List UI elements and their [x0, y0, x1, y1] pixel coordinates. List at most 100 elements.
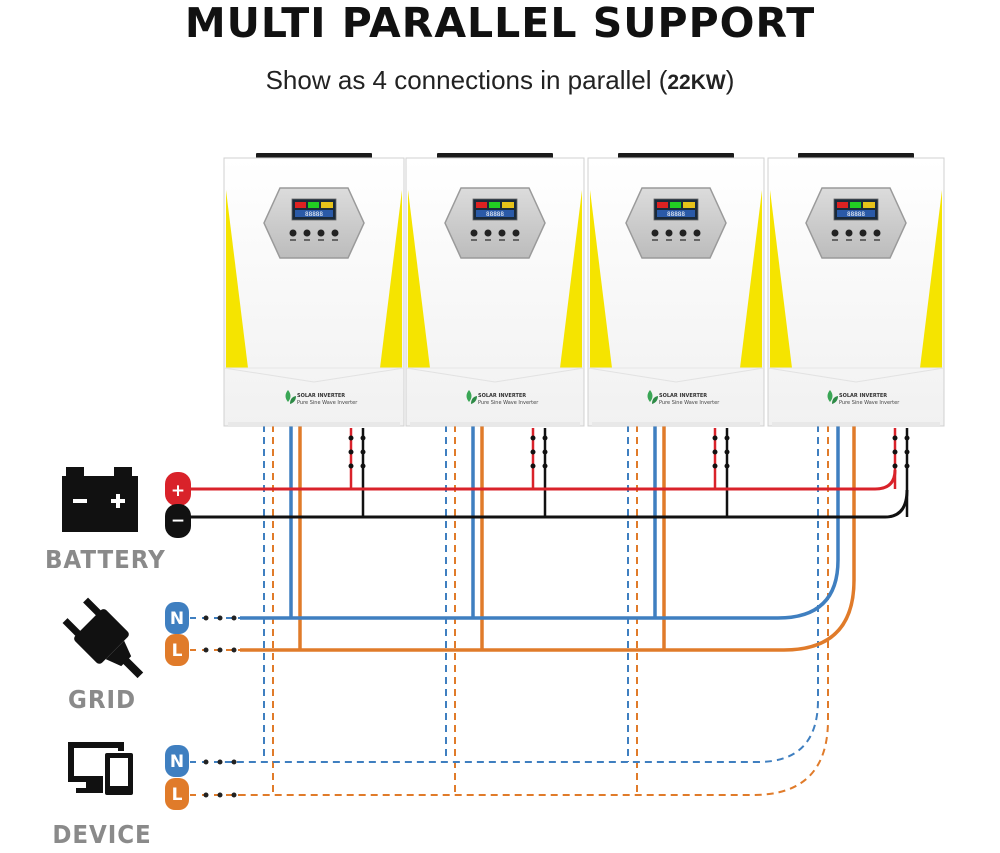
control-button	[303, 229, 311, 237]
control-button	[651, 229, 659, 237]
svg-text:L: L	[172, 785, 183, 805]
fuse-dot	[724, 449, 730, 455]
connector-dot	[217, 759, 223, 765]
inverter-control-panel	[805, 187, 907, 259]
connector-dot	[217, 792, 223, 798]
button-label-mark	[304, 239, 310, 241]
leaf-icon	[647, 390, 653, 402]
battery-positive-terminal: +	[165, 472, 191, 506]
plug-icon	[62, 597, 144, 679]
control-button	[831, 229, 839, 237]
lcd-segment	[850, 202, 861, 208]
connectors-layer	[190, 615, 240, 798]
control-button	[484, 229, 492, 237]
control-button	[693, 229, 701, 237]
fuse-dot	[348, 435, 354, 441]
button-label-mark	[318, 239, 324, 241]
inverter-yellow-stripe-left	[226, 190, 248, 368]
inverter-port-strip	[410, 422, 580, 426]
svg-text:+: +	[171, 481, 185, 501]
connector-dot	[217, 647, 223, 653]
control-button	[470, 229, 478, 237]
inverter-yellow-stripe-right	[920, 190, 942, 368]
button-label-mark	[652, 239, 658, 241]
leaf-icon	[832, 396, 838, 404]
device-label: DEVICE	[52, 820, 152, 849]
lcd-segment	[295, 210, 333, 217]
lcd-readout: 88888	[486, 211, 504, 218]
button-label-mark	[832, 239, 838, 241]
lcd-segment	[502, 202, 514, 208]
lcd-readout: 88888	[305, 211, 323, 218]
fuse-dot	[892, 463, 898, 469]
lcd-segment	[321, 202, 333, 208]
fuse-dot	[542, 435, 548, 441]
inverter-control-panel	[625, 187, 727, 259]
fuse-dot	[360, 435, 366, 441]
fuse-dot	[348, 463, 354, 469]
svg-text:N: N	[170, 609, 184, 629]
device-neutral-terminal: N	[165, 745, 189, 777]
fuse-dot	[724, 435, 730, 441]
grid-l-bus	[240, 425, 856, 652]
fuse-dot	[712, 435, 718, 441]
lcd-segment	[837, 210, 875, 217]
battery-icon	[62, 467, 138, 532]
control-button	[845, 229, 853, 237]
lcd-segment	[295, 202, 306, 208]
grid-neutral-terminal: N	[165, 602, 189, 634]
control-button	[331, 229, 339, 237]
inverter-brand: SOLAR INVERTER	[839, 393, 887, 399]
inverter-port-strip	[592, 422, 760, 426]
control-button	[859, 229, 867, 237]
connector-dot	[203, 759, 209, 765]
page-title: MULTI PARALLEL SUPPORT	[184, 0, 816, 47]
fuse-dot	[530, 463, 536, 469]
lcd-segment	[657, 210, 695, 217]
connector-dot	[217, 615, 223, 621]
device-icon	[68, 742, 135, 797]
inverter-brand: SOLAR INVERTER	[297, 393, 345, 399]
control-button	[873, 229, 881, 237]
inverter-port-strip	[772, 422, 940, 426]
fuse-dot	[904, 463, 910, 469]
lcd-readout: 88888	[847, 211, 865, 218]
wires-layer	[190, 425, 910, 796]
fuse-dot	[348, 449, 354, 455]
inverter-yellow-stripe-right	[380, 190, 402, 368]
fuse-dot	[892, 449, 898, 455]
button-label-mark	[860, 239, 866, 241]
lcd-segment	[837, 202, 848, 208]
connector-dot	[231, 792, 237, 798]
button-label-mark	[680, 239, 686, 241]
lcd-segment	[863, 202, 875, 208]
lcd-segment	[657, 202, 668, 208]
grid-label: GRID	[68, 685, 136, 714]
battery-neg-bus	[190, 489, 909, 519]
fuse-dot	[904, 449, 910, 455]
fuse-dot	[530, 449, 536, 455]
device-l-bus	[220, 425, 829, 796]
leaf-icon	[652, 396, 658, 404]
fuse-dot	[904, 435, 910, 441]
control-button	[665, 229, 673, 237]
fuse-dot	[542, 449, 548, 455]
inverter-port-strip	[228, 422, 400, 426]
grid-live-terminal: L	[165, 634, 189, 666]
button-label-mark	[874, 239, 880, 241]
connector-dot	[231, 759, 237, 765]
button-label-mark	[471, 239, 477, 241]
control-button	[317, 229, 325, 237]
inverter-yellow-stripe-left	[770, 190, 792, 368]
inverter-lower-fold	[223, 367, 405, 383]
lcd-segment	[489, 202, 500, 208]
leaf-icon	[827, 390, 833, 402]
inverter-model: Pure Sine Wave Inverter	[659, 400, 720, 406]
leaf-icon	[285, 390, 291, 402]
page-subtitle: Show as 4 connections in parallel (22KW)	[0, 64, 1000, 99]
inverter-control-panel	[444, 187, 546, 259]
button-label-mark	[846, 239, 852, 241]
inverter-yellow-stripe-left	[590, 190, 612, 368]
